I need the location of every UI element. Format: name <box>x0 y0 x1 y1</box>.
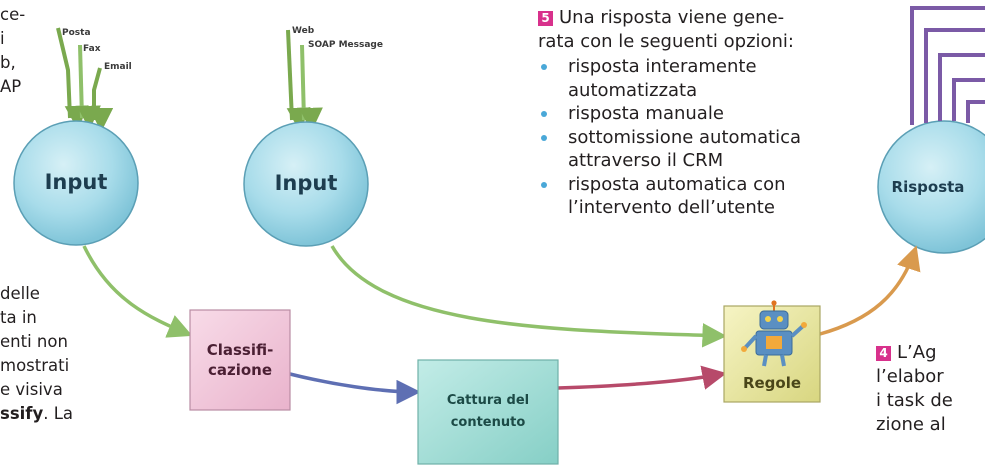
input-circle-1 <box>13 120 139 246</box>
step4-line-0: 4 L’Ag <box>876 342 937 364</box>
arrow-input1-to-classificazione <box>82 245 193 338</box>
step4-line-0-text: L’Ag <box>897 342 937 363</box>
bullet-icon <box>541 181 547 188</box>
left-text-bottom-0: delle <box>0 284 40 303</box>
bullet-icon <box>541 134 547 141</box>
left-text-bottom-4: e visiva <box>0 380 63 399</box>
cattura-box <box>417 359 559 465</box>
option-3-line2: attraverso il CRM <box>568 150 724 171</box>
option-2-line1: risposta manuale <box>568 103 724 124</box>
left-text-top-3: AP <box>0 77 22 96</box>
risposta-circle <box>877 120 985 254</box>
step4-line-1: l’elabor <box>876 366 944 387</box>
arrow-regole-to-risposta <box>819 245 921 336</box>
regole-label: Regole <box>742 374 802 392</box>
source-label-web: Web <box>292 26 315 36</box>
left-text-top-0: ce- <box>0 5 26 24</box>
option-item: risposta manuale <box>538 102 838 126</box>
cattura-label-line2: contenuto <box>450 415 526 430</box>
classificazione-box <box>189 309 291 411</box>
classificazione-label: Classifi- cazione <box>190 340 290 380</box>
input1-source-arrows <box>56 27 114 132</box>
input2-source-arrows <box>286 29 323 132</box>
cattura-label-line1: Cattura del <box>446 393 530 408</box>
step5-badge: 5 <box>538 11 553 26</box>
left-text-bottom-3: mostrati <box>0 356 70 375</box>
bullet-icon <box>541 111 547 117</box>
left-text-bottom-1: ta in <box>0 308 37 327</box>
step5-intro-line1: 5 Una risposta viene gene- <box>538 6 838 30</box>
source-label-email: Email <box>104 62 132 72</box>
step4-line-3: zione al <box>876 414 946 435</box>
step5-intro-text1: Una risposta viene gene- <box>559 7 785 28</box>
input-label-2: Input <box>274 171 338 195</box>
classificazione-label-line1: Classifi- <box>206 341 274 359</box>
step4-line-2: i task de <box>876 390 953 411</box>
arrow-cattura-to-regole <box>557 365 727 390</box>
left-text-top-2: b, <box>0 53 16 72</box>
option-3-line1: sottomissione automatica <box>568 126 802 148</box>
robot-icon <box>741 300 807 367</box>
arrow-classificazione-to-cattura <box>289 372 421 405</box>
source-label-soap: SOAP Message <box>308 40 383 50</box>
step5-options: 5 Una risposta viene gene- rata con le se… <box>538 6 838 220</box>
option-4-line1: risposta automatica con <box>568 173 786 195</box>
arrow-input2-to-regole <box>330 245 727 348</box>
risposta-output-lines <box>910 6 985 125</box>
option-1-line1: risposta interamente <box>568 56 757 77</box>
source-label-posta: Posta <box>62 28 91 38</box>
option-1-line2: automatizzata <box>568 79 698 101</box>
left-text-last-rest: . La <box>43 404 74 423</box>
input-circle-2 <box>243 121 369 247</box>
option-4-line2: l’intervento dell’utente <box>568 197 775 218</box>
step5-intro-line2: rata con le seguenti opzioni: <box>538 30 794 52</box>
input-label-1: Input <box>44 170 108 194</box>
left-text-last: ssify. La <box>0 403 73 425</box>
left-text-last-bold: ssify <box>0 404 44 423</box>
cattura-label: Cattura del contenuto <box>418 390 558 434</box>
step4-badge: 4 <box>876 346 891 361</box>
bullet-icon <box>541 64 547 70</box>
source-label-fax: Fax <box>83 44 101 54</box>
classificazione-label-line2: cazione <box>207 361 273 379</box>
risposta-label: Risposta <box>891 178 965 196</box>
left-text-top-1: i <box>0 29 5 48</box>
left-text-bottom-2: enti non <box>0 332 68 351</box>
